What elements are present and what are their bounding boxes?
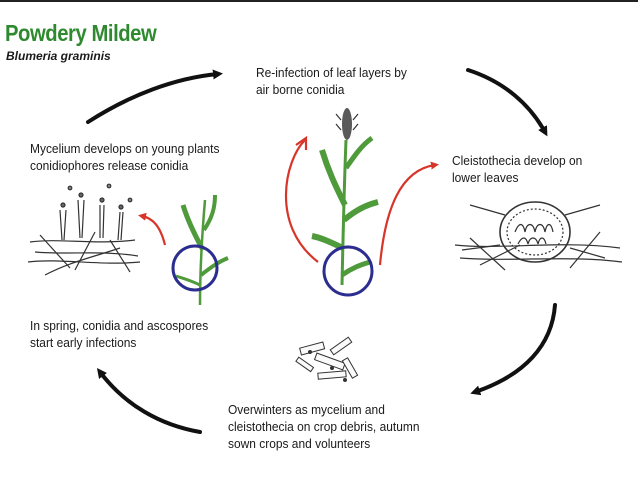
stage-line: start early infections [30, 335, 137, 350]
stage-line: Mycelium develops on young plants [30, 141, 220, 156]
top-rule [0, 0, 638, 2]
stage-mycelium-label: Mycelium develops on young plants conidi… [30, 140, 219, 174]
cycle-arrow-icon [466, 68, 548, 137]
cycle-arrow-icon [470, 303, 557, 396]
infection-arrow-icon [378, 161, 439, 266]
stage-overwinter-label: Overwinters as mycelium and cleistotheci… [228, 401, 419, 452]
stage-line: Re-infection of leaf layers by [256, 65, 407, 80]
wheat-plant-icon [311, 108, 379, 286]
stage-line: conidiophores release conidia [30, 158, 189, 173]
stage-line: sown crops and volunteers [228, 436, 371, 451]
stage-line: air borne conidia [256, 82, 345, 97]
lesion-circle-icon [171, 244, 219, 292]
lesion-circle-icon [322, 245, 374, 297]
diagram-title: Powdery Mildew [5, 20, 157, 46]
cycle-arrows [86, 68, 557, 434]
stage-cleistothecia-label: Cleistothecia develop on lower leaves [452, 152, 582, 186]
stage-spring-label: In spring, conidia and ascospores start … [30, 317, 208, 351]
cycle-arrow-icon [96, 368, 202, 434]
stage-line: cleistothecia on crop debris, autumn [228, 419, 420, 434]
infection-arrow-icon [284, 139, 319, 263]
stage-line: Overwinters as mycelium and [228, 402, 385, 417]
conidiophore-icon [27, 183, 141, 276]
stage-line: In spring, conidia and ascospores [30, 318, 209, 333]
cleistothecium-icon [454, 201, 623, 271]
stage-line: lower leaves [452, 170, 519, 185]
infection-arrow-icon [138, 212, 167, 246]
cycle-arrow-icon [86, 69, 223, 124]
crop-debris-icon [295, 336, 359, 382]
stage-line: Cleistothecia develop on [452, 153, 583, 168]
diagram-subtitle: Blumeria graminis [6, 49, 111, 63]
stage-reinfection-label: Re-infection of leaf layers by air borne… [256, 64, 407, 98]
